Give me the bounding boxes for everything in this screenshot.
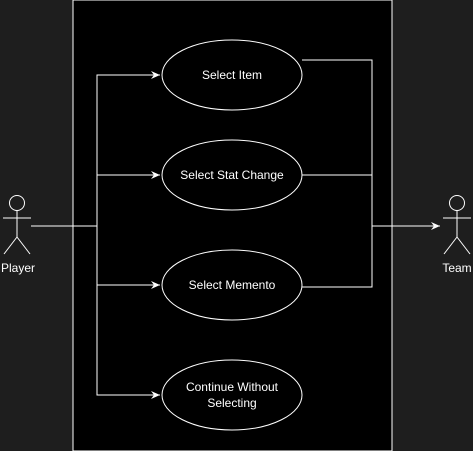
select-item-to-team-edge — [302, 59, 373, 226]
use-case-continue-without-selecting-label-line-2: Selecting — [207, 396, 256, 410]
team-connectors — [302, 59, 440, 288]
player-head — [9, 195, 25, 211]
use-case-select-memento: Select Memento — [161, 249, 303, 321]
use-case-select-stat-change: Select Stat Change — [161, 139, 303, 211]
player-to-continue-edge — [96, 285, 160, 399]
use-case-select-item-label: Select Item — [202, 68, 262, 82]
use-case-continue-without-selecting-label: Continue Without — [186, 380, 279, 394]
use-case-select-item: Select Item — [161, 39, 303, 111]
player-left-leg — [3, 236, 18, 255]
player-connectors — [31, 71, 160, 399]
use-case-continue-without-selecting-shape — [161, 359, 303, 431]
use-case-continue-without-selecting: Continue Without Selecting — [161, 359, 303, 431]
team-head — [449, 195, 465, 211]
team-label: Team — [442, 261, 471, 275]
team-left-leg — [443, 236, 458, 255]
player-actor — [3, 195, 31, 255]
team-right-leg — [456, 236, 471, 255]
use-case-select-memento-label: Select Memento — [189, 278, 276, 292]
player-right-leg — [16, 236, 31, 255]
select-memento-to-team-edge — [302, 226, 373, 288]
player-to-select-item-edge — [31, 71, 160, 227]
use-case-select-item-shape — [161, 39, 303, 111]
use-case-select-stat-change-shape — [161, 139, 303, 211]
team-actor — [443, 195, 471, 255]
player-label: Player — [1, 261, 35, 275]
use-case-select-memento-shape — [161, 249, 303, 321]
use-case-select-stat-change-label: Select Stat Change — [180, 168, 284, 182]
